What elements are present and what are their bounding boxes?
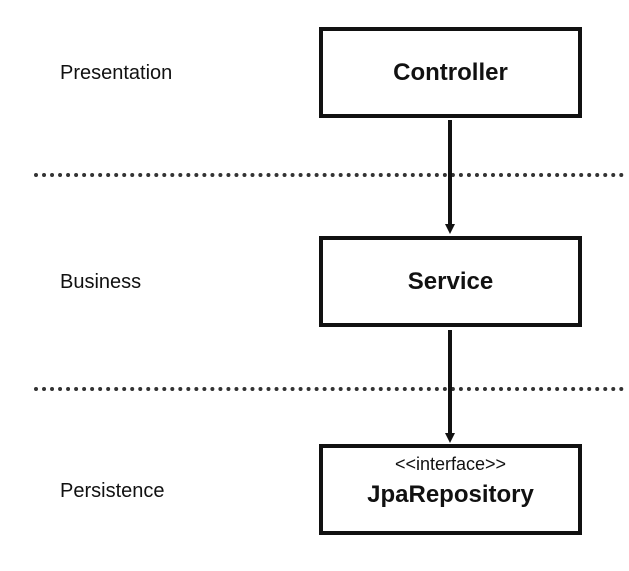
controller-box-title: Controller bbox=[393, 58, 508, 86]
interface-stereotype: <<interface>> bbox=[394, 454, 507, 474]
layer-divider-presentation-business bbox=[34, 173, 624, 177]
service-box-title: Service bbox=[407, 267, 494, 295]
jpa-repository-box-title: JpaRepository bbox=[367, 480, 534, 508]
layer-label-presentation: Presentation bbox=[60, 62, 173, 84]
layer-label-persistence: Persistence bbox=[60, 480, 165, 502]
jpa-repository-box: <<interface>> JpaRepository bbox=[319, 444, 582, 535]
service-box: Service bbox=[319, 236, 582, 327]
controller-box: Controller bbox=[319, 27, 582, 118]
layer-divider-business-persistence bbox=[34, 387, 624, 391]
layer-label-business: Business bbox=[60, 271, 142, 293]
